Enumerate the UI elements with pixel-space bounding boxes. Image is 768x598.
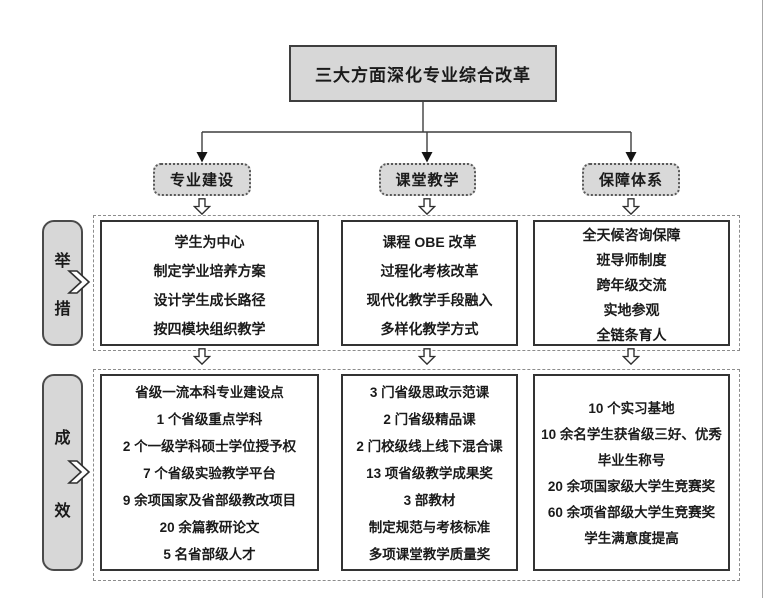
branch-classroom-teaching: 课堂教学 [379, 163, 476, 196]
cell-line: 2 门校级线上线下混合课 [356, 439, 503, 454]
measures-cell-professional: 学生为中心 制定学业培养方案 设计学生成长路径 按四模块组织教学 [100, 220, 319, 346]
results-cell-guarantee: 10 个实习基地 10 余名学生获省级三好、优秀毕业生称号 20 余项国家级大学… [533, 374, 730, 571]
branch-label: 保障体系 [598, 172, 663, 189]
cell-line: 20 余篇教研论文 [159, 520, 260, 535]
cell-line: 2 个一级学科硕士学位授予权 [122, 439, 297, 454]
cell-line: 全链条育人 [596, 327, 667, 343]
cell-line: 实地参观 [603, 302, 660, 318]
cell-line: 10 余名学生获省级三好、优秀毕业生称号 [541, 427, 722, 468]
row-label-char: 效 [54, 502, 71, 520]
cell-line: 制定学业培养方案 [153, 263, 266, 279]
diagram-title: 三大方面深化专业综合改革 [315, 66, 531, 85]
cell-line: 多样化教学方式 [380, 321, 479, 337]
cell-line: 9 余项国家及省部级教改项目 [122, 493, 297, 508]
page-edge-divider [762, 0, 763, 598]
row-label-char: 举 [54, 252, 71, 270]
cell-line: 1 个省级重点学科 [156, 412, 263, 427]
cell-line: 3 门省级思政示范课 [369, 385, 490, 400]
measures-cell-guarantee: 全天候咨询保障 班导师制度 跨年级交流 实地参观 全链条育人 [533, 220, 730, 346]
cell-line: 设计学生成长路径 [153, 292, 266, 308]
row-label-measures: 举 措 [42, 220, 83, 346]
cell-line: 按四模块组织教学 [153, 321, 266, 337]
arrow-down-icon [196, 152, 637, 163]
cell-line: 20 余项国家级大学生竞赛奖 [547, 479, 716, 494]
cell-line: 过程化考核改革 [380, 263, 479, 279]
row-label-results: 成 效 [42, 374, 83, 571]
cell-line: 学生为中心 [174, 234, 245, 250]
branch-guarantee-system: 保障体系 [582, 163, 680, 196]
branch-label: 课堂教学 [395, 172, 460, 189]
cell-line: 7 个省级实验教学平台 [143, 466, 276, 481]
measures-cell-classroom: 课程 OBE 改革 过程化考核改革 现代化教学手段融入 多样化教学方式 [341, 220, 518, 346]
results-row-outline [93, 369, 740, 581]
row-label-char: 成 [54, 430, 71, 448]
block-arrow-down-icon [622, 198, 640, 215]
branch-label: 专业建设 [169, 172, 234, 189]
block-arrow-down-icon [418, 198, 436, 215]
chevron-right-icon [67, 270, 91, 294]
cell-line: 2 门省级精品课 [383, 412, 476, 427]
cell-line: 班导师制度 [596, 252, 667, 268]
block-arrow-down-icon [193, 198, 211, 215]
branch-professional-construction: 专业建设 [153, 163, 251, 196]
cell-line: 制定规范与考核标准 [368, 520, 491, 535]
block-arrow-down-icon [193, 348, 211, 365]
cell-line: 3 部教材 [403, 493, 456, 508]
cell-line: 跨年级交流 [596, 277, 667, 293]
measures-row-outline [93, 215, 740, 351]
results-cell-professional: 省级一流本科专业建设点 1 个省级重点学科 2 个一级学科硕士学位授予权 7 个… [100, 374, 319, 571]
cell-line: 60 余项省部级大学生竞赛奖 [547, 505, 716, 520]
block-arrow-down-icon [418, 348, 436, 365]
cell-line: 10 个实习基地 [588, 401, 675, 416]
cell-line: 13 项省级教学成果奖 [366, 466, 493, 481]
block-arrow-down-icon [622, 348, 640, 365]
cell-line: 5 名省部级人才 [163, 547, 256, 562]
cell-line: 全天候咨询保障 [582, 227, 681, 243]
row-label-char: 措 [54, 301, 71, 319]
cell-line: 现代化教学手段融入 [366, 292, 493, 308]
chevron-right-icon [67, 460, 91, 484]
diagram-title-box: 三大方面深化专业综合改革 [289, 45, 557, 102]
results-cell-classroom: 3 门省级思政示范课 2 门省级精品课 2 门校级线上线下混合课 13 项省级教… [341, 374, 518, 571]
cell-line: 省级一流本科专业建设点 [135, 385, 284, 400]
cell-line: 课程 OBE 改革 [382, 234, 477, 250]
cell-line: 多项课堂教学质量奖 [368, 547, 491, 562]
cell-line: 学生满意度提高 [584, 531, 679, 546]
